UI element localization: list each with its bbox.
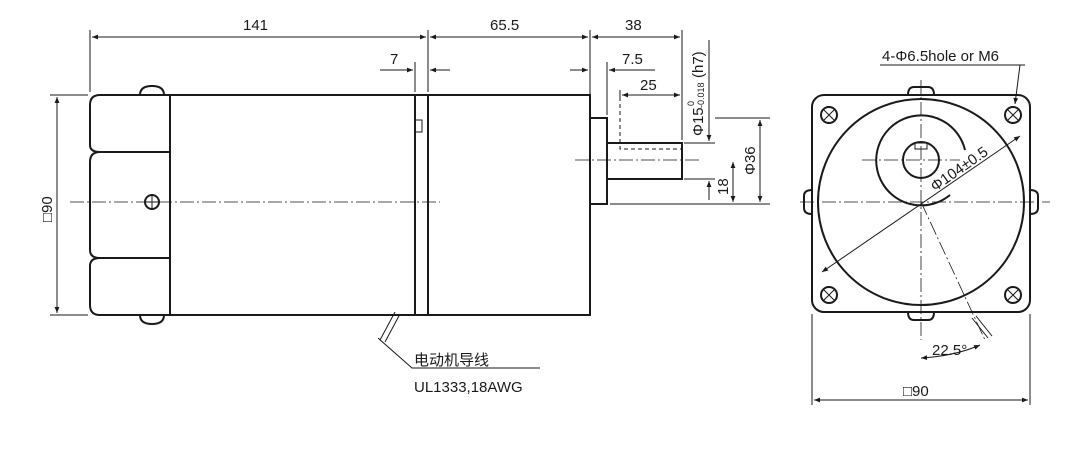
keyway xyxy=(619,90,682,150)
flange-square xyxy=(811,94,1031,313)
dim-phi36: Φ36 xyxy=(742,146,759,175)
shaft xyxy=(606,142,683,180)
dim-141: 141 xyxy=(243,17,268,34)
lead-wire xyxy=(377,311,540,369)
dim-7: 7 xyxy=(390,51,398,68)
screw-cross xyxy=(146,196,158,208)
hole-icon xyxy=(820,106,838,124)
screw-icon xyxy=(144,194,160,210)
hole-icon xyxy=(1004,286,1022,304)
tol-upper: 0 xyxy=(686,101,696,106)
tol-lower: -0.018 xyxy=(696,82,706,108)
mounting-holes xyxy=(820,106,1022,304)
side-view: 电动机导线 UL1333,18AWG 141 65.5 7 38 7.5 xyxy=(39,17,770,396)
motor-body xyxy=(169,94,416,316)
shaft-dia-text: Φ15 xyxy=(690,107,707,136)
end-cap xyxy=(89,94,170,316)
hole-icon xyxy=(1004,106,1022,124)
hole-icon xyxy=(820,286,838,304)
flange-tabs xyxy=(803,86,1039,321)
dim-38: 38 xyxy=(625,17,642,34)
front-dimension-lines xyxy=(811,64,1031,405)
front-view: 4-Φ6.5hole or M6 Φ104±0.5 22.5° □90 xyxy=(800,48,1050,405)
dim-square-90-side: □90 xyxy=(39,196,56,222)
fit-text: (h7) xyxy=(690,51,707,78)
dim-shaft-diameter: Φ15 0 -0.018 (h7) xyxy=(686,51,707,136)
dimension-lines xyxy=(50,30,770,316)
cap-tabs xyxy=(139,84,165,326)
dim-25: 25 xyxy=(640,77,657,94)
gearbox-circle xyxy=(817,98,1025,306)
angle-label: 22.5° xyxy=(932,342,967,359)
pilot xyxy=(589,117,608,205)
dim-18: 18 xyxy=(715,178,732,195)
flange-key xyxy=(414,119,423,133)
dim-7-5: 7.5 xyxy=(622,51,643,68)
lead-wire-spec: UL1333,18AWG xyxy=(414,379,523,396)
gearbox xyxy=(427,94,591,316)
dim-square-90-front: □90 xyxy=(903,383,929,400)
lead-wire-label: 电动机导线 xyxy=(414,352,489,369)
hole-label: 4-Φ6.5hole or M6 xyxy=(882,48,999,65)
dim-65-5: 65.5 xyxy=(490,17,519,34)
